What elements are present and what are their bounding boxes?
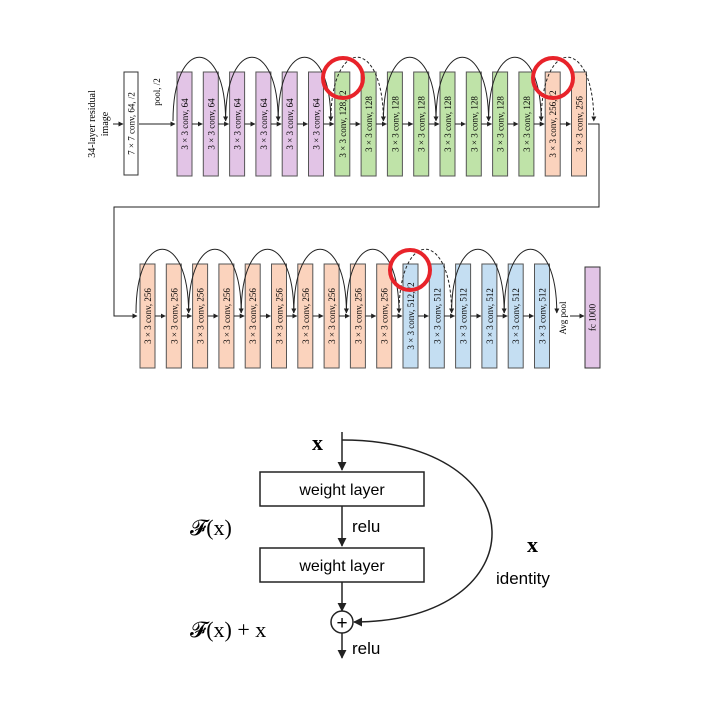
row1-conv-label: 3 × 3 conv, 128: [443, 96, 453, 152]
row1-conv-box: [571, 71, 587, 177]
row1-conv-label: 3 × 3 conv, 64: [285, 98, 295, 150]
weight-layer-2-box: [259, 547, 425, 583]
row2-conv-label: 3 × 3 conv, 256: [275, 288, 285, 344]
row2-conv-label: 3 × 3 conv, 256: [222, 288, 232, 344]
relu-mid-label: relu: [352, 517, 380, 536]
row2-conv-label: 3 × 3 conv, 256: [143, 288, 153, 344]
relu-out-label: relu: [352, 639, 380, 658]
block-input-x: x: [312, 430, 323, 455]
row1-skip-connection: [382, 57, 439, 122]
row1-conv-label: 3 × 3 conv, 256: [575, 96, 585, 152]
fc-box: [584, 266, 601, 369]
row2-skip-connection: [135, 249, 192, 314]
row1-conv-label: 3 × 3 conv, 64: [233, 98, 243, 150]
row1-conv-label: 3 × 3 conv, 128: [496, 96, 506, 152]
row1-conv-label: 3 × 3 conv, 64: [180, 98, 190, 150]
row2-skip-connection: [451, 249, 507, 314]
row2-conv-label: 3 × 3 conv, 256: [196, 288, 206, 344]
row2-conv-label: 3 × 3 conv, 512: [459, 288, 469, 344]
row2-conv-label: 3 × 3 conv, 512, /2: [406, 282, 416, 349]
weight-layer-1-label: weight layer: [298, 482, 385, 499]
row2-skip-connection: [293, 249, 349, 314]
row1-conv-label: 3 × 3 conv, 256, /2: [548, 90, 558, 157]
row2-skip-connection: [188, 249, 244, 314]
pool-label: pool, /2: [152, 78, 162, 106]
row1-conv-label: 3 × 3 conv, 64: [312, 98, 322, 150]
weight-layer-1-box: [259, 471, 425, 507]
row2-conv-label: 3 × 3 conv, 256: [301, 288, 311, 344]
weight-layer-2-label: weight layer: [298, 558, 385, 575]
row1-conv-label: 3 × 3 conv, 128: [417, 96, 427, 152]
row2-conv-label: 3 × 3 conv, 256: [380, 288, 390, 344]
sum-label: 𝓕(x) + x: [190, 617, 266, 642]
row2-conv-label: 3 × 3 conv, 256: [248, 288, 258, 344]
row2-conv-label: 3 × 3 conv, 512: [432, 288, 442, 344]
network-side-label-line1: 34-layer residual: [87, 90, 98, 158]
highlight-circle-512: [388, 248, 432, 292]
row1-conv-label: 3 × 3 conv, 128: [469, 96, 479, 152]
identity-shortcut-arrow: [341, 439, 493, 627]
row1-skip-connection: [225, 57, 281, 122]
fc-label: fc 1000: [588, 303, 598, 331]
row1-skip-connection: [172, 57, 229, 122]
row1-conv-label: 3 × 3 conv, 128: [390, 96, 400, 152]
identity-label: identity: [496, 569, 550, 588]
row-connector: [113, 123, 600, 319]
row2-conv-box: [534, 263, 550, 369]
row2-conv-label: 3 × 3 conv, 256: [327, 288, 337, 344]
row2-skip-connection: [240, 249, 297, 314]
row2-conv-label: 3 × 3 conv, 512: [538, 288, 548, 344]
row1-conv-label: 3 × 3 conv, 64: [259, 98, 269, 150]
row2-conv-label: 3 × 3 conv, 512: [511, 288, 521, 344]
row2-conv-label: 3 × 3 conv, 256: [169, 288, 179, 344]
row2-conv-label: 3 × 3 conv, 256: [353, 288, 363, 344]
row1-conv-label: 3 × 3 conv, 128: [522, 96, 532, 152]
row1-conv-label: 3 × 3 conv, 128: [364, 96, 374, 152]
highlight-circle-256: [531, 56, 575, 100]
input-conv-box: [123, 71, 139, 176]
network-row-2: 3 × 3 conv, 256 3 × 3 conv, 256 3 × 3 conv…: [135, 249, 560, 369]
network-side-label-line2: image: [100, 111, 111, 136]
residual-block-diagram: x weight layer relu 𝓕(x) weight layer x …: [190, 430, 550, 659]
highlight-circle-128: [321, 56, 365, 100]
network-row-1: 3 × 3 conv, 64 3 × 3 conv, 64 3 × 3 conv, …: [172, 57, 597, 177]
fx-label: 𝓕(x): [190, 515, 232, 540]
row1-skip-connection: [435, 57, 492, 122]
row1-conv-label: 3 × 3 conv, 64: [206, 98, 216, 150]
row1-conv-label: 3 × 3 conv, 128, /2: [338, 90, 348, 157]
network-diagram: 34-layer residual image 7 × 7 conv, 64, …: [87, 56, 601, 369]
row2-skip-connection: [503, 249, 560, 314]
row2-conv-label: 3 × 3 conv, 512: [485, 288, 495, 344]
avg-pool-label: Avg pool: [558, 301, 568, 335]
input-conv-label: 7 × 7 conv, 64, /2: [127, 92, 137, 155]
identity-x: x: [527, 532, 538, 557]
sum-symbol: +: [336, 613, 347, 634]
